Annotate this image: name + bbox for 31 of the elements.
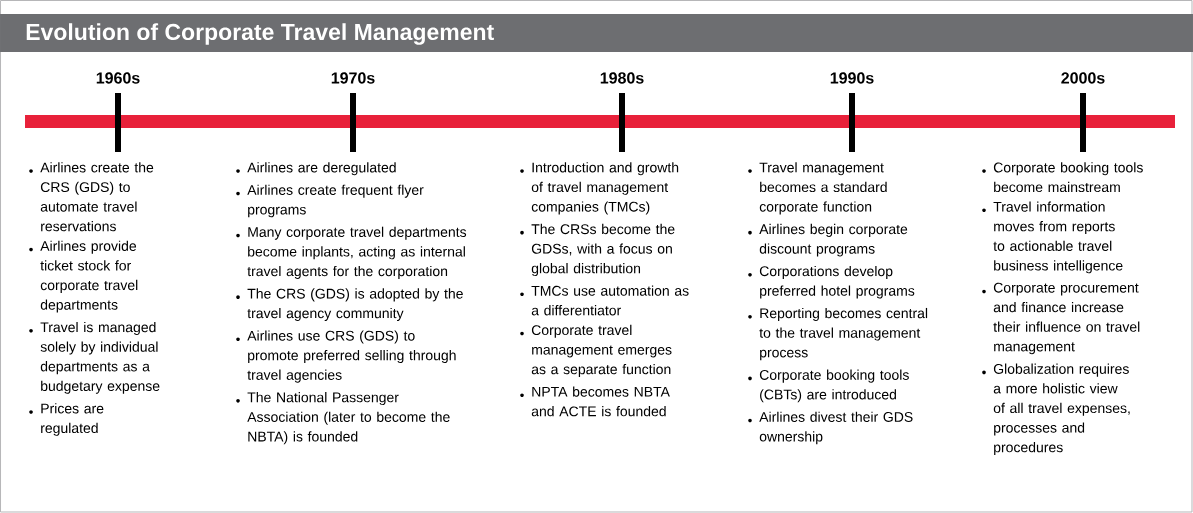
bullet-item: Travel is managed solely by individual departments as a budgetary expense xyxy=(29,321,160,394)
title-banner: Evolution of Corporate Travel Management xyxy=(0,14,1193,52)
bullet-item: The CRS (GDS) is adopted by the travel agency community xyxy=(236,288,463,321)
bullet-item: Airlines create frequent flyer programs xyxy=(236,184,424,218)
bullet-item: The CRSs become the GDSs, with a focus on global distribution xyxy=(520,223,675,277)
bullet-item: Corporate procurement and finance increase their influence on travel management xyxy=(982,282,1140,355)
decade-label: 2000s xyxy=(1061,72,1105,84)
decade-label: 1990s xyxy=(830,72,874,84)
bullet-item: Corporations develop preferred hotel programs xyxy=(748,265,915,299)
decade-label: 1970s xyxy=(331,72,375,84)
bullet-item: Airlines divest their GDS ownership xyxy=(748,411,913,445)
bullet-item: Airlines provide ticket stock for corporate travel departments xyxy=(29,240,138,313)
bullet-item: Airlines are deregulated xyxy=(236,162,396,176)
bullet-item: Airlines begin corporate discount programs xyxy=(748,223,908,257)
bullet-item: Reporting becomes central to the travel management process xyxy=(748,307,928,361)
bullet-item: TMCs use automation as a differentiator xyxy=(520,285,689,316)
bullet-item: Many corporate travel departments become inplants, acting as internal travel agents for the corporation xyxy=(236,226,467,279)
bullet-item: Globalization requires a more holistic view of all travel expenses, processes and procedures xyxy=(982,363,1130,456)
bullet-item: Corporate booking tools (CBTs) are introduced xyxy=(748,369,909,403)
bullet-item: The National Passenger Association (later to become the NBTA) is founded xyxy=(236,392,450,445)
bullet-item: Introduction and growth of travel management companies (TMCs) xyxy=(520,162,679,215)
bullet-item: NPTA becomes NBTA and ACTE is founded xyxy=(520,386,670,417)
decade-label: 1980s xyxy=(600,72,644,84)
bullet-item: Travel information moves from reports to actionable travel business intelligence xyxy=(982,201,1123,274)
bullet-item: Airlines create the CRS (GDS) to automate travel reservations xyxy=(29,162,154,232)
bullet-item: Prices are regulated xyxy=(29,403,104,436)
bullet-item: Airlines use CRS (GDS) to promote preferred selling through travel agencies xyxy=(236,330,456,383)
decade-label: 1960s xyxy=(96,72,140,84)
bullet-item: Travel management becomes a standard corporate function xyxy=(748,162,887,215)
bullet-item: Corporate travel management emerges as a separate function xyxy=(520,324,672,377)
bullet-item: Corporate booking tools become mainstream xyxy=(982,162,1143,193)
